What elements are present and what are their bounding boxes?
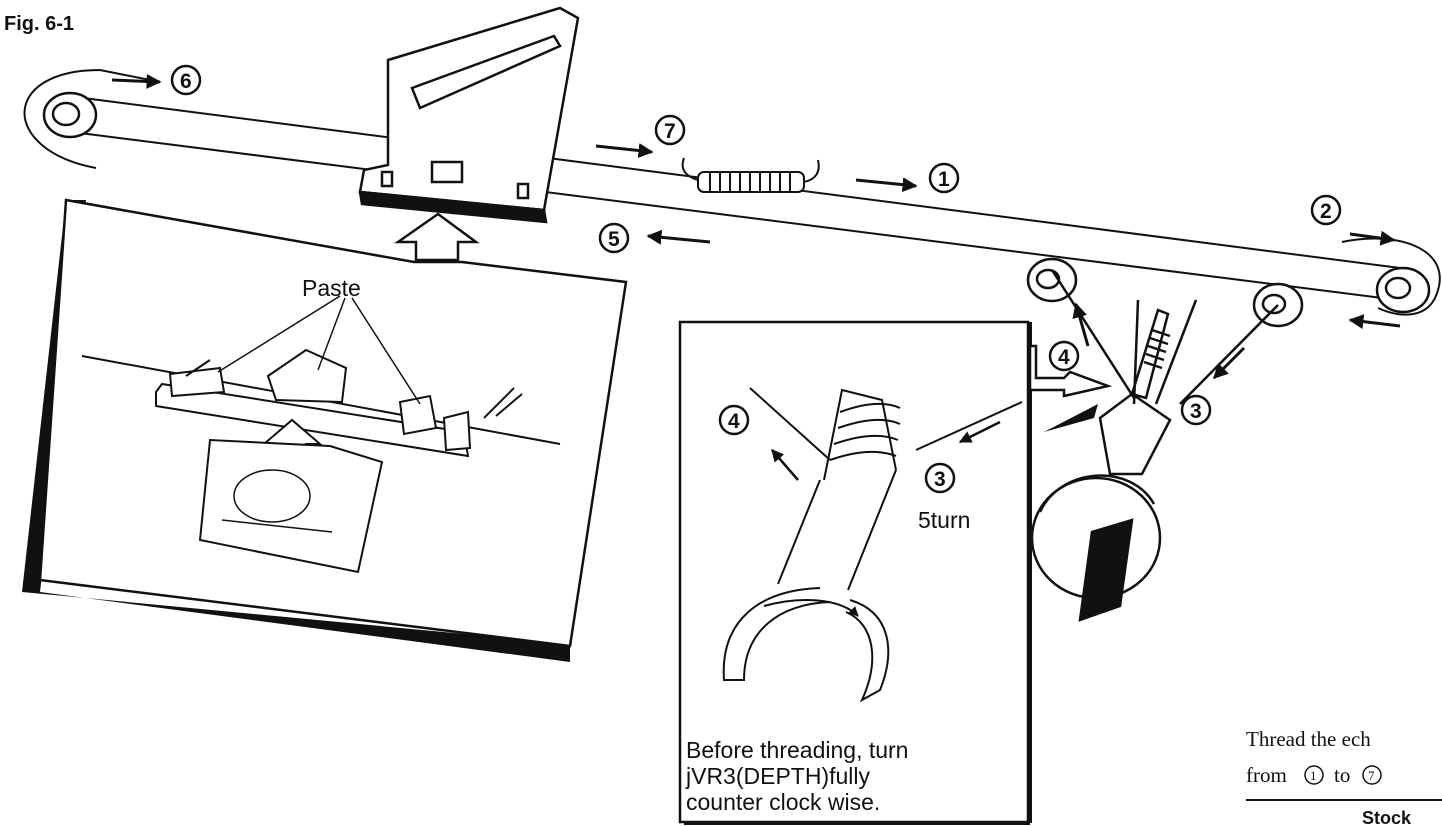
tension-spring [681,157,820,193]
thread-instruction-line-1: Thread the ech [1246,727,1371,751]
turns-label: 5turn [918,507,970,533]
paste-detail-inset: Paste [22,198,628,662]
svg-text:7: 7 [664,120,676,143]
svg-text:1: 1 [938,168,950,191]
svg-text:7: 7 [1368,768,1375,783]
pointer-bracket [358,6,580,224]
step-marker-4-right: 4 [1048,340,1080,372]
pulley-left [42,91,98,139]
wedge-arrow [1044,404,1098,432]
step-marker-3-inset: 3 [924,462,956,494]
step-marker-7: 7 [654,114,686,146]
step-marker-2: 2 [1310,194,1342,226]
step-marker-6: 6 [170,64,202,96]
note-line-3: counter clock wise. [686,789,880,815]
stock-label: Stock [1362,808,1412,826]
svg-text:to: to [1334,763,1350,787]
note-line-2: jVR3(DEPTH)fully [685,763,871,789]
knob-callout-arrow [1028,344,1113,398]
step-marker-4-inset: 4 [718,404,750,436]
svg-text:2: 2 [1320,200,1332,223]
step-marker-1: 1 [928,162,960,194]
wrap-detail-inset: 5turn Before threading, turn jVR3(DEPTH)… [678,320,1032,825]
svg-text:4: 4 [728,410,740,433]
step-marker-5: 5 [598,222,630,254]
svg-text:4: 4 [1058,346,1070,369]
direction-arrows [111,73,1401,380]
note-line-1: Before threading, turn [686,737,908,763]
svg-text:5: 5 [608,228,620,251]
pulley-right [1375,266,1431,314]
detail-callout-arrow [394,212,480,262]
depth-knob [1030,269,1279,622]
svg-text:1: 1 [1310,768,1317,783]
figure-label: Fig. 6-1 [4,13,74,35]
step-marker-3-right: 3 [1180,394,1212,426]
svg-text:from: from [1246,763,1287,787]
svg-text:3: 3 [934,468,946,491]
svg-text:3: 3 [1190,400,1202,423]
svg-text:6: 6 [180,70,192,93]
thread-instruction-line-2: from 1 to 7 [1246,763,1382,787]
paste-label: Paste [302,275,361,301]
